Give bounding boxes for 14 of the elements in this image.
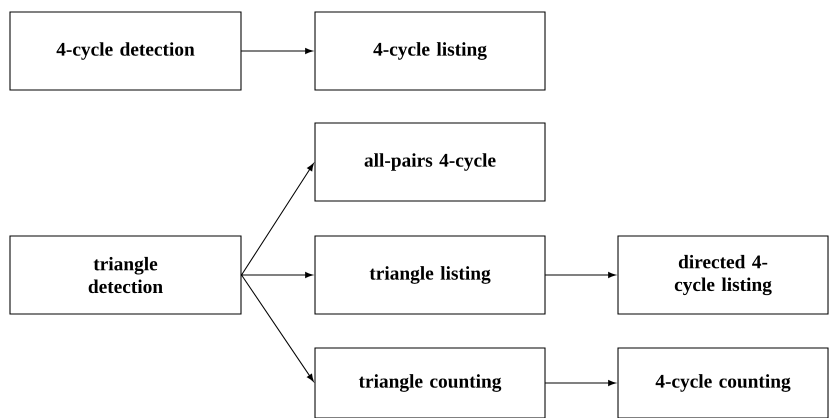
process-box: 4-cycle counting xyxy=(617,347,829,418)
arrow xyxy=(242,48,313,54)
arrow xyxy=(241,274,314,382)
process-box: triangle detection xyxy=(9,235,242,315)
arrow xyxy=(546,380,616,386)
process-box: triangle counting xyxy=(314,347,546,418)
arrow xyxy=(242,272,313,278)
arrow xyxy=(241,163,314,276)
arrow xyxy=(546,272,616,278)
process-box: triangle listing xyxy=(314,235,546,315)
process-box: 4-cycle listing xyxy=(314,11,546,91)
process-box: 4-cycle detection xyxy=(9,11,242,91)
process-box: directed 4-cycle listing xyxy=(617,235,829,315)
process-box: all-pairs 4-cycle xyxy=(314,122,546,202)
